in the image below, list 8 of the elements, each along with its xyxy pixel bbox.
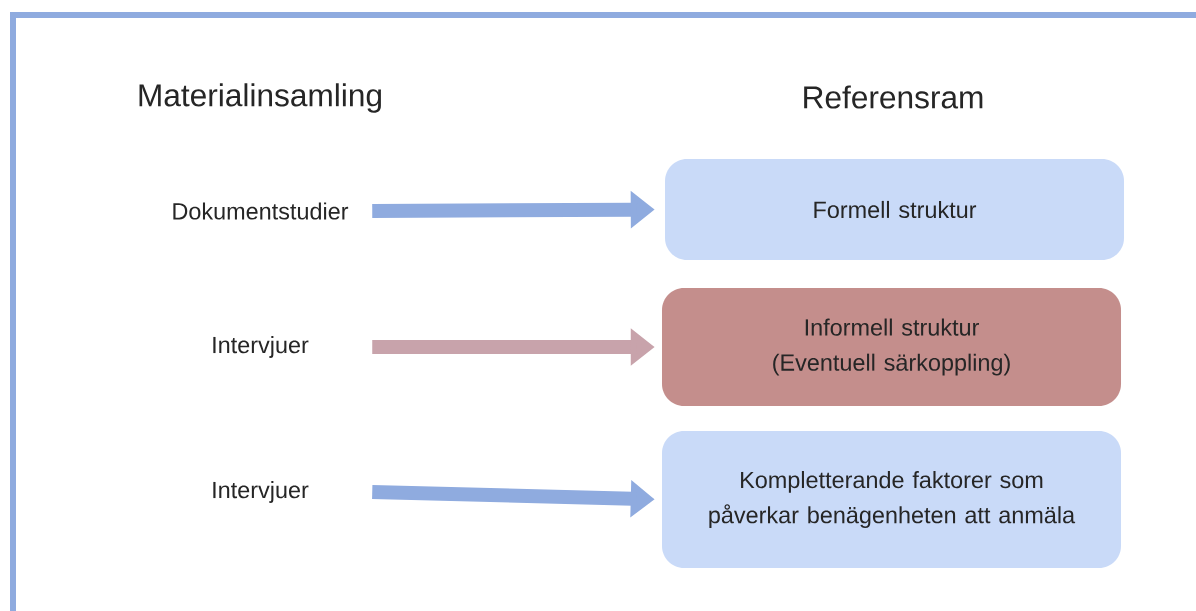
rounded-box: Kompletterande faktorer som påverkar benägenheten att anmäla bbox=[662, 431, 1121, 568]
rounded-box: Formell struktur bbox=[665, 159, 1124, 260]
step-label: Dokumentstudier bbox=[173, 202, 349, 220]
column-heading: Materialinsamling bbox=[139, 83, 381, 113]
step-label: Intervjuer bbox=[213, 336, 309, 358]
column-heading: Referensram bbox=[804, 85, 983, 109]
rounded-box: Informell struktur (Eventuell särkoppling) bbox=[662, 288, 1121, 406]
step-label: Intervjuer bbox=[213, 481, 309, 503]
